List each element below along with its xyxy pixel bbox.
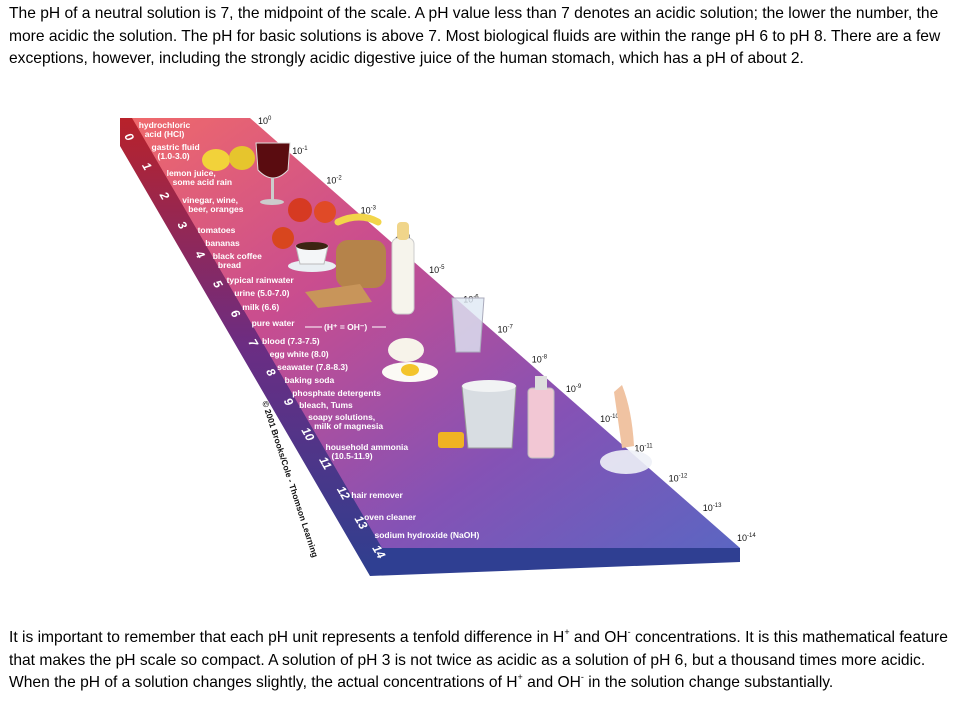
- substance-label-line2: some acid rain: [173, 177, 233, 187]
- substance-label: egg white (8.0): [270, 349, 329, 359]
- outro-text-b: and OH: [569, 629, 628, 646]
- ph-band-front: [370, 548, 740, 576]
- leg-icon: [600, 385, 652, 474]
- substance-label: vinegar, wine,: [182, 195, 238, 205]
- ph-band-edge: [120, 118, 382, 576]
- concentration-label: 10-10: [600, 414, 619, 424]
- concentration-label: 10-2: [326, 176, 342, 186]
- substance-label: phosphate detergents: [292, 388, 381, 398]
- concentration-label: 100: [258, 116, 272, 126]
- superscript-plus-2: +: [517, 671, 523, 682]
- intro-text: The pH of a neutral solution is 7, the m…: [9, 5, 941, 67]
- outro-text-e: in the solution change substantially.: [583, 674, 834, 691]
- concentration-label: 10-1: [292, 146, 308, 156]
- concentration-label: 10-3: [361, 205, 377, 215]
- substance-label-line2: (1.0-3.0): [158, 151, 190, 161]
- substance-label: urine (5.0-7.0): [234, 288, 289, 298]
- scale-number: 13: [352, 513, 371, 532]
- concentration-label: 10-13: [703, 503, 722, 513]
- concentration-label: 10-7: [498, 325, 514, 335]
- outro-paragraph: It is important to remember that each pH…: [9, 627, 954, 695]
- outro-text-d: and OH: [522, 674, 581, 691]
- concentration-label: 10-11: [634, 444, 653, 454]
- superscript-plus: +: [564, 626, 570, 637]
- substance-label-line2: milk of magnesia: [314, 421, 383, 431]
- ph-band-surface: [120, 118, 740, 548]
- substance-label: soapy solutions,: [308, 412, 375, 422]
- substance-label: milk (6.6): [242, 302, 279, 312]
- lemon-icon: [202, 146, 255, 171]
- tomato-icon: [272, 198, 382, 249]
- concentration-label: 10-12: [669, 473, 688, 483]
- substance-label: seawater (7.8-8.3): [277, 362, 348, 372]
- substance-label-line2: acid (HCl): [145, 129, 185, 139]
- substance-label: bread: [218, 260, 241, 270]
- scale-number: 10: [299, 425, 318, 444]
- scale-number: 14: [369, 543, 388, 562]
- bleach-bottle-icon: [527, 376, 555, 459]
- superscript-minus-2: -: [580, 671, 584, 682]
- concentration-label: 10-5: [429, 265, 445, 275]
- neutral-marker: (H⁺ = OH⁻): [324, 322, 367, 332]
- egg-icon: [382, 338, 438, 382]
- substance-label: typical rainwater: [227, 275, 295, 285]
- substance-label: gastric fluid: [152, 142, 200, 152]
- coffee-cup-icon: [288, 242, 336, 272]
- substance-label: bleach, Tums: [299, 400, 353, 410]
- concentration-labels: 10010-110-210-310-410-510-610-710-810-91…: [258, 116, 756, 543]
- milk-bottle-icon: [391, 222, 415, 315]
- outro-text-c: concentrations. It is this mathematical …: [9, 629, 948, 691]
- substance-label: lemon juice,: [167, 168, 216, 178]
- substance-label: blood (7.3-7.5): [262, 336, 320, 346]
- substance-label: tomatoes: [198, 225, 236, 235]
- substance-label: hair remover: [351, 490, 403, 500]
- substance-label-line2: (10.5-11.9): [332, 451, 373, 461]
- substance-label: black coffee: [213, 251, 262, 261]
- bucket-icon: [438, 380, 517, 449]
- substance-label: baking soda: [285, 375, 335, 385]
- substance-label: pure water: [252, 318, 296, 328]
- bread-icon: [305, 240, 386, 308]
- substance-label: oven cleaner: [364, 512, 417, 522]
- substance-label-line2: beer, oranges: [188, 204, 244, 214]
- substance-label: sodium hydroxide (NaOH): [375, 530, 480, 540]
- concentration-label: 10-14: [737, 533, 756, 543]
- water-glass-icon: [451, 297, 485, 353]
- substance-label: hydrochloric: [139, 120, 191, 130]
- intro-paragraph: The pH of a neutral solution is 7, the m…: [9, 3, 954, 71]
- substance-label: household ammonia: [326, 442, 409, 452]
- wine-glass-icon: [255, 142, 291, 205]
- concentration-label: 10-9: [566, 384, 582, 394]
- outro-text-a: It is important to remember that each pH…: [9, 629, 565, 646]
- scale-number: 12: [334, 484, 353, 503]
- substance-label: bananas: [205, 238, 240, 248]
- concentration-label: 10-8: [532, 354, 548, 364]
- superscript-minus: -: [627, 626, 631, 637]
